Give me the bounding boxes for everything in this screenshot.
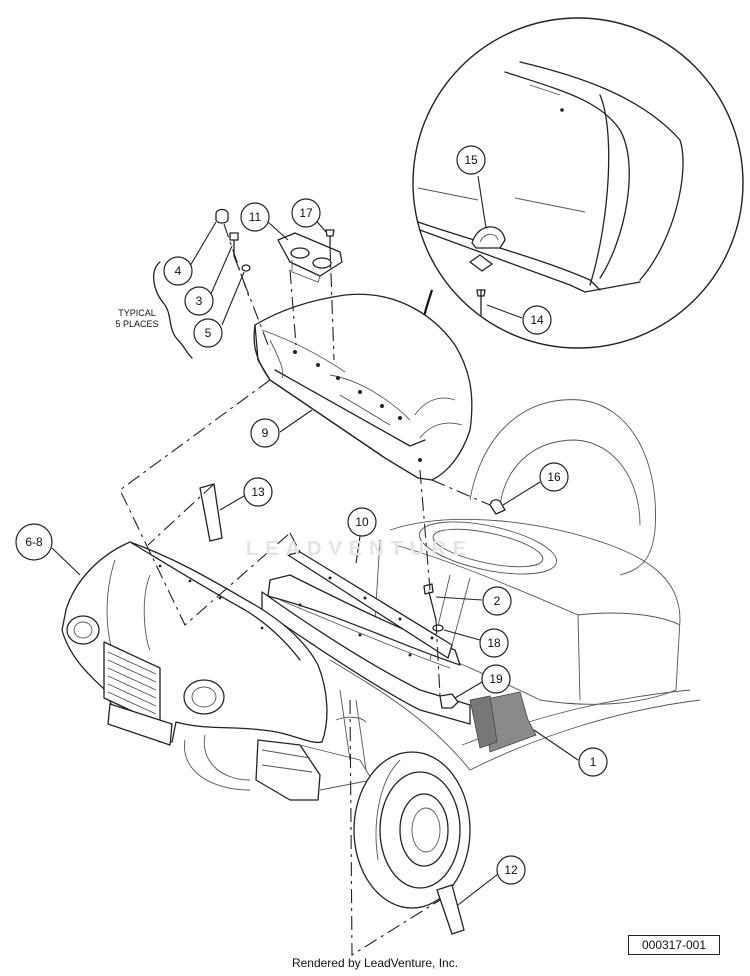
dash-support-10 <box>261 551 471 725</box>
cup-holder-11 <box>277 232 343 283</box>
callout-19: 19 <box>481 664 511 694</box>
typical-note: TYPICAL 5 PLACES <box>104 308 170 330</box>
callout-9: 9 <box>250 418 280 448</box>
watermark-text: LEADVENTURE <box>246 538 474 560</box>
svg-text:18: 18 <box>487 636 501 650</box>
callout-14: 14 <box>522 305 552 335</box>
svg-text:4: 4 <box>175 264 182 278</box>
svg-text:5: 5 <box>205 326 212 340</box>
svg-text:16: 16 <box>547 470 561 484</box>
chassis-outline <box>184 659 701 909</box>
svg-text:19: 19 <box>489 672 503 686</box>
callout-6-8: 6-8 <box>15 523 53 561</box>
svg-text:9: 9 <box>262 426 269 440</box>
svg-text:12: 12 <box>504 863 518 877</box>
dash-panel-9 <box>253 293 473 481</box>
seat-outline <box>374 399 681 705</box>
callout-2: 2 <box>482 586 512 616</box>
typical-bracket <box>153 261 193 359</box>
callout-16: 16 <box>539 462 569 492</box>
svg-text:11: 11 <box>249 210 262 224</box>
callout-12: 12 <box>496 855 526 885</box>
assembly-lines <box>119 223 491 956</box>
svg-text:17: 17 <box>299 206 313 220</box>
callout-5: 5 <box>193 318 223 348</box>
callout-10: 10 <box>347 507 377 537</box>
typical-note-line2: 5 PLACES <box>115 319 159 329</box>
diagram-reference-number: 000317-001 <box>628 935 720 955</box>
callout-15: 15 <box>456 145 486 175</box>
callout-11: 11 <box>240 202 270 232</box>
svg-text:14: 14 <box>530 313 544 327</box>
svg-text:2: 2 <box>494 594 501 608</box>
svg-text:10: 10 <box>355 515 369 529</box>
callout-1: 1 <box>578 747 608 777</box>
front-cowl-6-8 <box>61 541 328 746</box>
svg-text:6-8: 6-8 <box>25 535 43 549</box>
callout-13: 13 <box>243 477 273 507</box>
svg-text:1: 1 <box>590 755 597 769</box>
typical-note-line1: TYPICAL <box>118 308 156 318</box>
svg-text:15: 15 <box>464 153 478 167</box>
render-credit: Rendered by LeadVenture, Inc. <box>291 956 459 970</box>
callout-3: 3 <box>184 286 214 316</box>
leader-lines <box>51 175 579 906</box>
svg-text:3: 3 <box>196 294 203 308</box>
trim-strips <box>199 483 465 935</box>
callout-18: 18 <box>479 628 509 658</box>
callout-17: 17 <box>291 198 321 228</box>
svg-text:13: 13 <box>251 485 265 499</box>
callout-4: 4 <box>163 256 193 286</box>
